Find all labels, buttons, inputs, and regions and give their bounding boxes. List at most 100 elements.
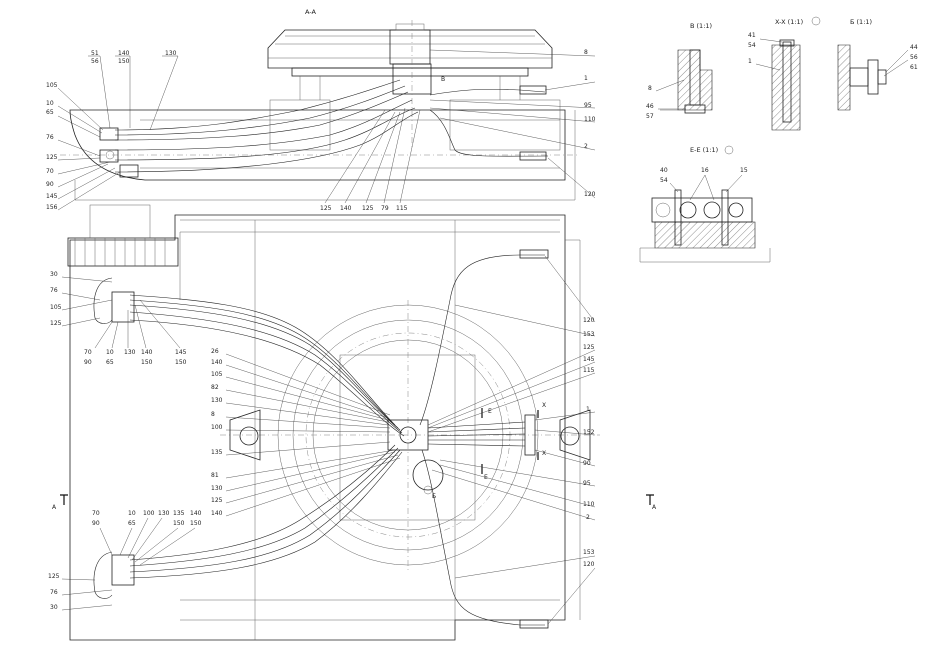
detail-bb-plate <box>867 59 879 95</box>
callout-56: 56 <box>91 58 99 65</box>
callout-140: 140 <box>340 205 352 212</box>
loop-hose-2 <box>93 551 113 599</box>
callouts-top-right: 8 1 95 110 2 120 <box>429 49 596 199</box>
callout-140: 140 <box>190 510 202 517</box>
section-line-a-right <box>646 494 654 505</box>
gear-hub <box>89 204 151 239</box>
gear <box>67 237 179 267</box>
leaders-top-right <box>429 49 596 199</box>
bracket-right <box>449 99 561 151</box>
callout-1: 1 <box>586 406 590 413</box>
callout-130: 130 <box>158 510 170 517</box>
callout-90: 90 <box>583 460 591 467</box>
turntable-lines <box>268 35 552 59</box>
leaders-mid-left <box>61 276 181 349</box>
detail-ee-pipe-3 <box>728 202 744 218</box>
detail-bb-wall <box>837 44 851 111</box>
detail-xx-symbol <box>811 16 821 26</box>
callout-140: 140 <box>211 510 223 517</box>
callout-54: 54 <box>660 177 668 184</box>
section-a-left-label: A <box>52 504 57 511</box>
plan-inner-lines <box>180 219 560 621</box>
center-frame <box>339 354 476 521</box>
callout-125: 125 <box>583 344 595 351</box>
detail-ee-pipe-2 <box>703 201 721 219</box>
callout-95: 95 <box>584 102 592 109</box>
callout-70: 70 <box>92 510 100 517</box>
leaders-detail-xx <box>755 38 783 71</box>
lug-left <box>229 409 261 461</box>
callouts-bottom-left: 70 90 10 65 100 130 135 150 140 150 125 … <box>48 510 202 611</box>
callout-100: 100 <box>211 424 223 431</box>
callout-153: 153 <box>583 549 595 556</box>
plan-hose-3 <box>129 304 401 431</box>
callout-82: 82 <box>211 384 219 391</box>
fitting-right-2 <box>519 151 547 161</box>
right-manifold <box>524 414 536 456</box>
detail-ee-pipe-0 <box>655 202 671 218</box>
callouts-center-left: 26 140 105 82 130 8 100 135 81 130 125 1… <box>211 348 401 517</box>
plan-hose-6 <box>129 444 396 561</box>
view-a-a: A-A B 51 <box>46 8 596 212</box>
callout-125: 125 <box>50 320 62 327</box>
callout-1: 1 <box>748 58 752 65</box>
callout-125: 125 <box>320 205 332 212</box>
detail-bb: Б (1:1) 44 56 61 <box>837 18 918 111</box>
plan-view: Б A A X X E <box>48 204 657 641</box>
detail-ee-base <box>654 221 756 249</box>
callout-110: 110 <box>584 116 596 123</box>
section-line-a-left <box>60 494 68 505</box>
callout-70: 70 <box>46 168 54 175</box>
plan-fitting-l2 <box>111 554 135 586</box>
b-marker: B <box>441 76 445 83</box>
detail-ee-ground <box>639 247 771 263</box>
hose-6 <box>114 111 419 173</box>
leaders-top-bottom <box>324 107 421 204</box>
plan-hose-9 <box>129 451 403 579</box>
callout-40: 40 <box>660 167 668 174</box>
hose-2 <box>114 85 406 136</box>
hose-right-1 <box>429 88 546 96</box>
callout-110: 110 <box>583 501 595 508</box>
callout-8: 8 <box>211 411 215 418</box>
detail-xx-section <box>771 44 801 131</box>
callout-2: 2 <box>586 514 590 521</box>
callout-120: 120 <box>584 191 596 198</box>
callout-81: 81 <box>211 472 219 479</box>
callout-65: 65 <box>46 109 54 116</box>
callout-150: 150 <box>118 58 130 65</box>
callout-90: 90 <box>92 520 100 527</box>
plan-hose-r1 <box>419 254 545 426</box>
callout-130: 130 <box>211 397 223 404</box>
callout-120: 120 <box>583 317 595 324</box>
leaders-top-left <box>57 55 179 211</box>
callout-76: 76 <box>50 287 58 294</box>
callout-150: 150 <box>173 520 185 527</box>
gear-teeth <box>74 238 166 266</box>
callouts-top-bottom: 125 140 125 79 115 <box>320 107 421 212</box>
frame-inner <box>140 119 560 169</box>
callout-125: 125 <box>211 497 223 504</box>
hose-3 <box>114 91 409 141</box>
view-a-a-title: A-A <box>305 8 317 16</box>
callout-10: 10 <box>106 349 114 356</box>
leaders-bottom-left <box>61 517 196 611</box>
callout-100: 100 <box>143 510 155 517</box>
section-x-top: X <box>542 402 546 409</box>
pin <box>105 150 115 160</box>
callout-1: 1 <box>584 75 588 82</box>
callout-125: 125 <box>46 154 58 161</box>
posts <box>299 76 521 100</box>
plan-hose-5 <box>129 319 405 437</box>
callout-120: 120 <box>583 561 595 568</box>
detail-ee: Е-Е (1:1) 40 54 16 15 <box>639 145 771 263</box>
callouts-bottom-right: 153 120 <box>454 549 596 625</box>
callout-76: 76 <box>50 589 58 596</box>
right-hoses <box>427 421 526 447</box>
callout-90: 90 <box>84 359 92 366</box>
callout-61: 61 <box>910 64 918 71</box>
detail-bb-title: Б (1:1) <box>850 18 872 26</box>
callout-156: 156 <box>46 204 58 211</box>
valve-cap <box>395 23 425 31</box>
section-a-right: A <box>646 494 657 511</box>
